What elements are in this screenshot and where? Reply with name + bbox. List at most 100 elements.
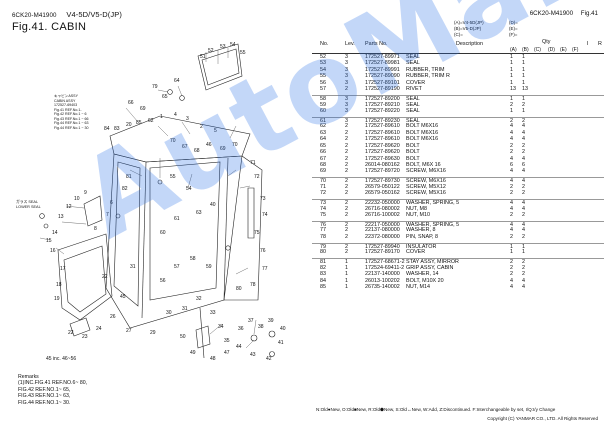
callout-number: 47 <box>224 350 230 356</box>
cell-a: 2 <box>510 149 513 156</box>
cell-desc: SEAL <box>406 96 420 103</box>
cell-a: 2 <box>510 101 513 108</box>
rear-latch <box>247 187 255 239</box>
cell-no: 78 <box>320 233 326 240</box>
cell-pn: 172527-89940 <box>365 243 400 250</box>
cell-pn: 172527-89090 <box>365 73 400 80</box>
cell-desc: SEAL <box>406 117 420 124</box>
callout-number: 6 <box>110 200 113 206</box>
callout-number: 20 <box>126 122 132 128</box>
callout-number: 67 <box>182 144 188 150</box>
callout-number: 40 <box>210 202 216 208</box>
callout-number: 82 <box>122 186 128 192</box>
cell-lev: 2 <box>345 178 348 185</box>
cell-desc: NUT, M8 <box>406 205 427 212</box>
cell-b: 1 <box>522 60 525 67</box>
cell-a: 2 <box>510 142 513 149</box>
variant-legend-b: (D)= (E)= (F)= <box>509 20 518 37</box>
cell-a: 1 <box>510 243 513 250</box>
cell-no: 65 <box>320 142 326 149</box>
cell-b: 4 <box>522 123 525 130</box>
cell-lev: 2 <box>345 190 348 197</box>
cell-lev: 2 <box>345 129 348 136</box>
front-lower-glass-inner <box>63 245 107 313</box>
callout-number: 54 <box>186 186 192 192</box>
callout-number: 71 <box>250 160 256 166</box>
cell-desc: COVER <box>406 249 426 256</box>
callout-number: 68 <box>194 148 200 154</box>
cell-b: 2 <box>522 233 525 240</box>
cell-no: 61 <box>320 117 326 124</box>
cell-pn: 172527-89610 <box>365 129 400 136</box>
cell-no: 70 <box>320 178 326 185</box>
cell-a: 4 <box>510 277 513 284</box>
callout-number: 46 <box>206 142 212 148</box>
cell-pn: 172527-68671-2 <box>365 259 405 266</box>
variant-line: (D)= <box>509 20 518 25</box>
callout-number: 41 <box>278 340 284 346</box>
variant-line: (C)= <box>454 31 463 37</box>
cell-lev: 2 <box>345 222 348 228</box>
cell-lev: 1 <box>345 264 348 271</box>
top-cover-inner <box>201 48 240 86</box>
cell-lev: 1 <box>345 271 348 278</box>
cell-b: 1 <box>522 96 525 103</box>
lower-bracket <box>69 317 91 337</box>
cell-lev: 3 <box>345 54 348 60</box>
cell-desc: SEAL <box>406 108 420 114</box>
cell-lev: 2 <box>345 86 348 93</box>
cell-a: 6 <box>510 162 513 168</box>
cell-lev: 3 <box>345 60 348 67</box>
cell-pn: 22217-050000 <box>365 222 400 228</box>
cell-no: 77 <box>320 227 326 234</box>
remarks-title: Remarks <box>18 374 39 380</box>
col-f: (F) <box>572 47 579 53</box>
col-d: (D) <box>548 47 555 53</box>
col-lev: Lev. <box>345 41 355 47</box>
callout-number: 60 <box>160 230 166 236</box>
fastener <box>167 89 173 95</box>
table-header: No. Lev. Parts No. Description Qty I R (… <box>312 39 604 54</box>
change-legend: N:Old●New, O:Old■New, R:Old⬟New, S:Old↔N… <box>316 407 556 412</box>
variant-line: (B)=V5-D(JP) <box>454 25 482 31</box>
cell-b: 2 <box>522 259 525 266</box>
callout-number: 26 <box>110 314 116 320</box>
mirror-stay <box>199 307 205 359</box>
cell-b: 6 <box>522 162 525 168</box>
callout-number: 49 <box>190 350 196 356</box>
cell-b: 4 <box>522 178 525 185</box>
cell-pn: 172527-89230 <box>365 117 400 124</box>
cell-lev: 2 <box>345 136 348 143</box>
cabin-body <box>105 153 243 329</box>
cell-a: 2 <box>510 117 513 124</box>
cabin-front-window <box>113 161 141 307</box>
callout-number: 75 <box>254 230 260 236</box>
cell-desc: NUT, M14 <box>406 283 430 290</box>
cell-lev: 1 <box>345 277 348 284</box>
cell-pn: 172527-89971 <box>365 54 400 60</box>
roof-edge <box>113 153 243 163</box>
cabin-pillar-front <box>141 161 147 319</box>
callout-number: 13 <box>58 214 64 220</box>
cell-no: 60 <box>320 108 326 114</box>
cell-a: 2 <box>510 259 513 266</box>
fastener <box>225 245 231 251</box>
cell-desc: NUT, M10 <box>406 212 430 219</box>
cell-a: 1 <box>510 96 513 103</box>
cell-pn: 172527-89190 <box>365 86 400 93</box>
cell-pn: 22372-080000 <box>365 233 400 240</box>
cell-pn: 26013-100202 <box>365 277 400 284</box>
cell-lev: 2 <box>345 233 348 240</box>
cell-no: 62 <box>320 123 326 130</box>
figure-ref-right: Fig.41 <box>580 10 598 17</box>
copyright: Copyright (C) YANMAR CO., LTD. All Right… <box>487 416 598 421</box>
cell-a: 1 <box>510 108 513 114</box>
